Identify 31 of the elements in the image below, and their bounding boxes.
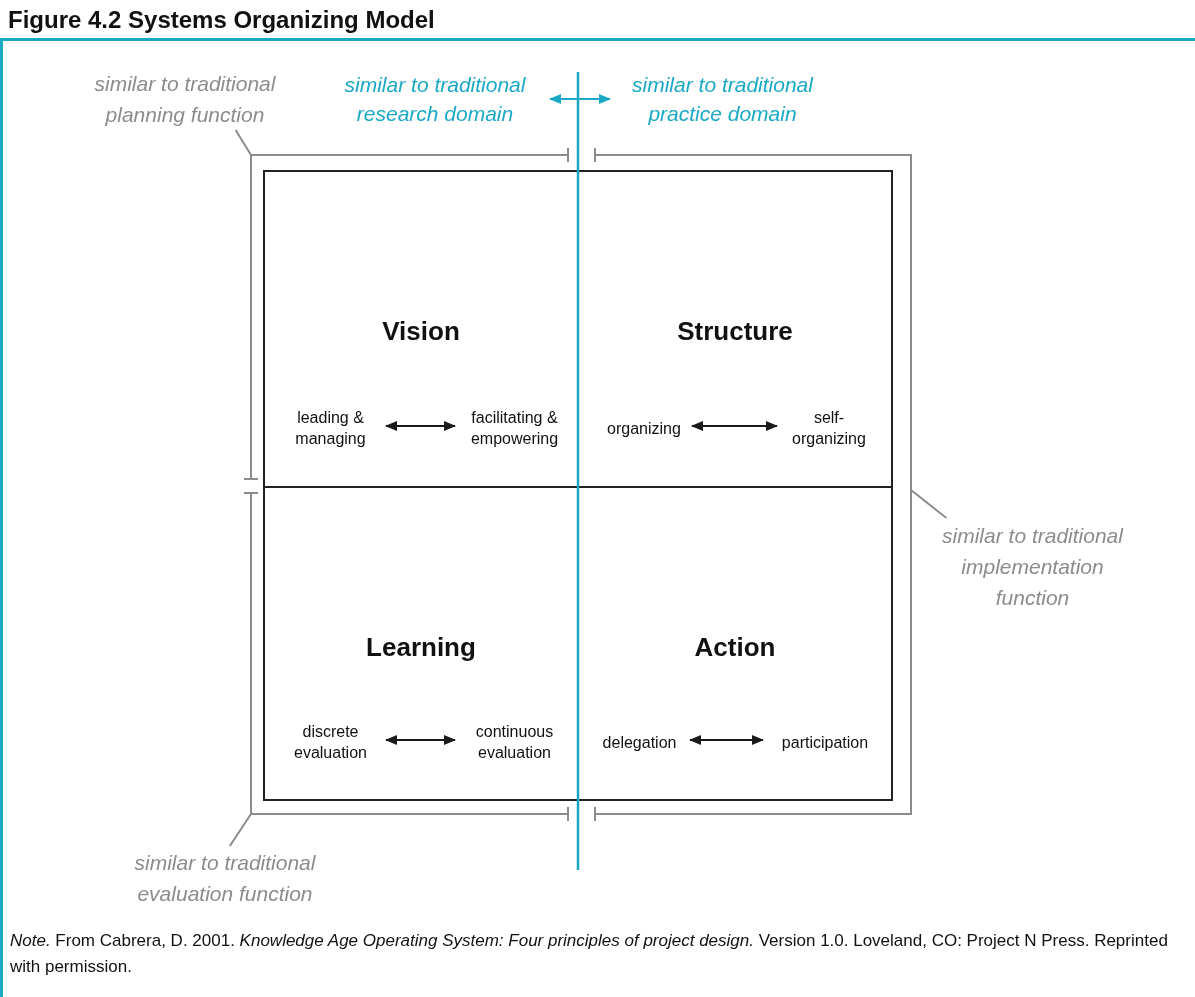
callout-text: similar to traditional planning function — [70, 68, 300, 130]
double-arrow — [549, 94, 611, 104]
double-arrow — [385, 735, 456, 745]
term-label: participation — [765, 728, 885, 756]
callout-text: similar to traditional research domain — [320, 68, 550, 130]
callout-text: similar to traditional evaluation function — [105, 846, 345, 910]
double-arrow — [385, 421, 456, 431]
quadrant-title: Action — [694, 631, 776, 663]
quadrant-box — [577, 170, 893, 488]
quadrant-title: Vision — [382, 315, 460, 347]
leader-line — [910, 489, 948, 519]
note-text: Note. From Cabrera, D. 2001. Knowledge Age Operating System: Four principles of project design. Version 1.0. Loveland, CO: Project N Press. Reprinted with permission. — [10, 930, 1169, 978]
quadrant-title: Learning — [366, 631, 476, 663]
term-label: organizing — [594, 414, 694, 442]
double-arrow — [691, 421, 778, 431]
term-label: continuous evaluation — [457, 717, 572, 767]
callout-text: similar to traditional implementation function — [930, 518, 1135, 614]
term-label: leading & managing — [273, 403, 388, 453]
figure-title: Figure 4.2 Systems Organizing Model — [8, 5, 435, 35]
quadrant-box — [577, 486, 893, 801]
double-arrow — [689, 735, 764, 745]
leader-line — [234, 129, 252, 156]
leader-line — [228, 813, 252, 847]
callout-text: similar to traditional practice domain — [610, 68, 835, 130]
quadrant-title: Structure — [677, 315, 793, 347]
term-label: delegation — [587, 728, 692, 756]
term-label: self-organizing — [779, 403, 879, 453]
term-label: facilitating & empowering — [457, 403, 572, 453]
term-label: discrete evaluation — [273, 717, 388, 767]
quadrant-box — [263, 486, 579, 801]
quadrant-box — [263, 170, 579, 488]
